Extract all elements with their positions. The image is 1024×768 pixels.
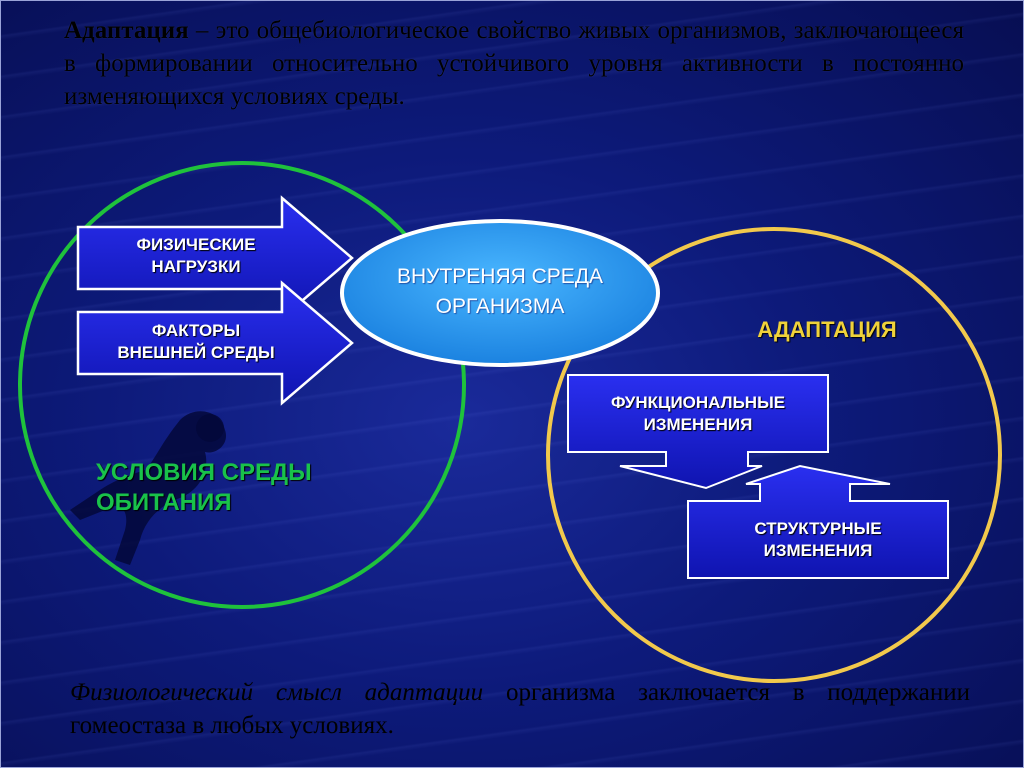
physical-load-line1: ФИЗИЧЕСКИЕ — [136, 235, 256, 254]
structural-changes-line1: СТРУКТУРНЫЕ — [754, 519, 882, 538]
footer-text: организма заключается в поддержании гоме… — [70, 679, 970, 739]
definition-text: – это общебиологическое свойство живых о… — [64, 17, 964, 110]
definition-paragraph: Адаптация – это общебиологическое свойст… — [64, 14, 964, 113]
footer-italic: Физиологический смысл адаптации — [70, 679, 484, 706]
external-factors-label: ФАКТОРЫ ВНЕШНЕЙ СРЕДЫ — [86, 320, 306, 364]
physical-load-label: ФИЗИЧЕСКИЕ НАГРУЗКИ — [86, 234, 306, 278]
internal-environment-label: ВНУТРЕНЯЯ СРЕДА ОРГАНИЗМА — [352, 262, 648, 322]
external-factors-arrow — [76, 280, 354, 406]
runner-silhouette-image — [70, 411, 226, 565]
internal-environment-ellipse — [340, 219, 660, 367]
habitat-label: УСЛОВИЯ СРЕДЫ ОБИТАНИЯ — [96, 458, 386, 518]
habitat-label-line2: ОБИТАНИЯ — [96, 489, 232, 516]
physical-load-line2: НАГРУЗКИ — [151, 257, 241, 276]
structural-changes-line2: ИЗМЕНЕНИЯ — [763, 541, 873, 560]
footer-paragraph: Физиологический смысл адаптации организм… — [70, 676, 970, 742]
definition-term: Адаптация — [64, 17, 189, 44]
functional-changes-label: ФУНКЦИОНАЛЬНЫЕ ИЗМЕНЕНИЯ — [572, 392, 824, 436]
structural-changes-shape — [687, 464, 949, 579]
functional-changes-line1: ФУНКЦИОНАЛЬНЫЕ — [610, 393, 786, 412]
adaptation-label: АДАПТАЦИЯ — [757, 317, 897, 342]
external-factors-line2: ВНЕШНЕЙ СРЕДЫ — [117, 343, 275, 362]
habitat-circle — [18, 161, 466, 609]
functional-changes-shape — [567, 374, 829, 490]
habitat-label-line1: УСЛОВИЯ СРЕДЫ — [96, 459, 312, 486]
external-factors-line1: ФАКТОРЫ — [151, 321, 241, 340]
functional-changes-line2: ИЗМЕНЕНИЯ — [643, 415, 753, 434]
structural-changes-label: СТРУКТУРНЫЕ ИЗМЕНЕНИЯ — [692, 518, 944, 562]
internal-environment-line1: ВНУТРЕНЯЯ СРЕДА — [396, 265, 604, 288]
adaptation-circle — [546, 227, 1002, 683]
internal-environment-line2: ОРГАНИЗМА — [435, 295, 565, 318]
